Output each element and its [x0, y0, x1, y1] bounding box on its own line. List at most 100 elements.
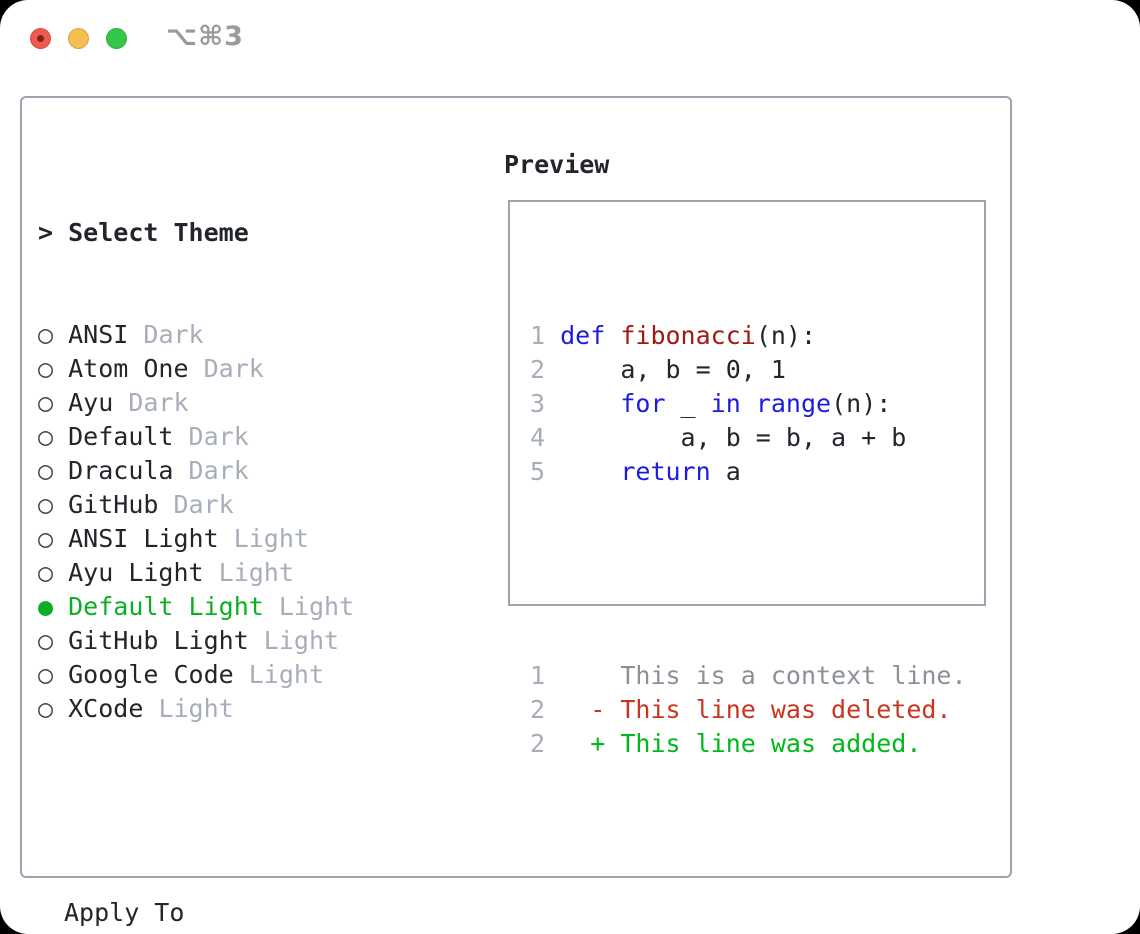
spacer-line	[530, 557, 984, 591]
theme-option-ayu-dark[interactable]: ○ Ayu Dark	[38, 386, 468, 420]
close-button[interactable]	[30, 28, 51, 49]
theme-variant-label: Dark	[128, 320, 204, 349]
diff-sign-icon: -	[590, 695, 606, 724]
theme-picker-panel: > Select Theme ○ ANSI Dark○ Atom One Dar…	[20, 96, 1012, 927]
code-token: a, b = b, a + b	[560, 423, 907, 452]
radio-unselected-icon: ○	[38, 354, 54, 383]
theme-name-label: Default Light	[68, 592, 264, 621]
code-line-5: 5 return a	[530, 455, 984, 489]
theme-name-label: ANSI Light	[68, 524, 219, 553]
code-token	[560, 389, 620, 418]
diff-block: 1 This is a context line.2 - This line w…	[530, 659, 984, 761]
theme-name-label: ANSI	[68, 320, 129, 349]
modified-dot-icon	[37, 35, 44, 42]
theme-option-xcode-light[interactable]: ○ XCode Light	[38, 692, 468, 726]
radio-unselected-icon: ○	[38, 388, 54, 417]
theme-option-atom-one-dark[interactable]: ○ Atom One Dark	[38, 352, 468, 386]
theme-variant-label: Dark	[113, 388, 189, 417]
spacer-row	[38, 794, 468, 828]
theme-option-ayu-light-light[interactable]: ○ Ayu Light Light	[38, 556, 468, 590]
code-line-1: 1 def fibonacci(n):	[530, 319, 984, 353]
code-token: fibonacci	[620, 321, 756, 350]
theme-name-label: Default	[68, 422, 174, 451]
code-token: a, b = 0, 1	[560, 355, 786, 384]
theme-name-label: GitHub	[68, 490, 159, 519]
theme-variant-label: Dark	[188, 354, 264, 383]
radio-unselected-icon: ○	[38, 422, 54, 451]
code-token: (n):	[831, 389, 892, 418]
radio-unselected-icon: ○	[38, 524, 54, 553]
code-token: def	[560, 321, 606, 350]
line-number: 3	[530, 389, 546, 418]
theme-variant-label: Light	[143, 694, 234, 723]
radio-unselected-icon: ○	[38, 626, 54, 655]
theme-name-label: GitHub Light	[68, 626, 249, 655]
code-token: return	[620, 457, 711, 486]
line-number: 5	[530, 457, 546, 486]
theme-variant-label: Light	[233, 660, 325, 689]
theme-option-github-dark[interactable]: ○ GitHub Dark	[38, 488, 468, 522]
diff-sign-icon	[590, 661, 605, 690]
code-token: _	[665, 389, 711, 418]
theme-variant-label: Light	[248, 626, 340, 655]
code-token: in	[710, 389, 741, 418]
theme-variant-label: Light	[203, 558, 294, 587]
radio-selected-icon: ●	[38, 592, 54, 621]
theme-option-github-light-light[interactable]: ○ GitHub Light Light	[38, 624, 468, 658]
theme-name-label: Ayu	[68, 388, 114, 417]
theme-variant-label: Dark	[173, 422, 249, 451]
code-token: for	[620, 389, 666, 418]
diff-line-context: 1 This is a context line.	[530, 659, 984, 693]
theme-option-ansi-light-light[interactable]: ○ ANSI Light Light	[38, 522, 468, 556]
diff-text: This is a context line.	[620, 661, 967, 690]
theme-name-label: XCode	[68, 694, 144, 723]
theme-name-label: Ayu Light	[68, 558, 204, 587]
radio-unselected-icon: ○	[38, 558, 54, 587]
select-theme-header: > Select Theme	[38, 216, 468, 250]
line-number: 1	[530, 321, 546, 350]
diff-text: This line was deleted.	[620, 695, 952, 724]
theme-variant-label: Dark	[158, 490, 234, 519]
theme-option-default-light-light[interactable]: ● Default Light Light	[38, 590, 468, 624]
code-token	[605, 321, 620, 350]
theme-list: ○ ANSI Dark○ Atom One Dark○ Ayu Dark○ De…	[38, 318, 468, 726]
code-token	[560, 457, 620, 486]
minimize-button[interactable]	[68, 28, 89, 49]
select-theme-label: Select Theme	[68, 218, 249, 247]
theme-variant-label: Light	[218, 524, 309, 553]
line-number: 2	[530, 729, 546, 758]
radio-unselected-icon: ○	[38, 490, 54, 519]
apply-to-header: Apply To	[64, 898, 185, 927]
theme-name-label: Google Code	[68, 660, 234, 689]
diff-sign-icon: +	[590, 729, 606, 758]
focus-caret-icon: >	[38, 218, 54, 247]
radio-unselected-icon: ○	[38, 456, 54, 485]
left-column: > Select Theme ○ ANSI Dark○ Atom One Dar…	[38, 148, 468, 934]
theme-option-google-code-light[interactable]: ○ Google Code Light	[38, 658, 468, 692]
theme-option-ansi-dark[interactable]: ○ ANSI Dark	[38, 318, 468, 352]
diff-line-added: 2 + This line was added.	[530, 727, 984, 761]
zoom-button[interactable]	[106, 28, 127, 49]
code-line-4: 4 a, b = b, a + b	[530, 421, 984, 455]
theme-option-default-dark[interactable]: ○ Default Dark	[38, 420, 468, 454]
titlebar: ⌥⌘3	[0, 0, 1140, 76]
code-line-2: 2 a, b = 0, 1	[530, 353, 984, 387]
theme-variant-label: Dark	[173, 456, 249, 485]
theme-name-label: Dracula	[68, 456, 174, 485]
line-number: 4	[530, 423, 546, 452]
code-line-3: 3 for _ in range(n):	[530, 387, 984, 421]
code-token: a	[710, 457, 741, 486]
radio-unselected-icon: ○	[38, 694, 54, 723]
window-title: ⌥⌘3	[166, 21, 244, 52]
diff-text: This line was added.	[620, 729, 922, 758]
line-number: 2	[530, 695, 546, 724]
theme-option-dracula-dark[interactable]: ○ Dracula Dark	[38, 454, 468, 488]
theme-name-label: Atom One	[68, 354, 189, 383]
code-token: (n):	[755, 321, 817, 350]
diff-line-deleted: 2 - This line was deleted.	[530, 693, 984, 727]
code-token	[741, 389, 756, 418]
line-number: 2	[530, 355, 546, 384]
